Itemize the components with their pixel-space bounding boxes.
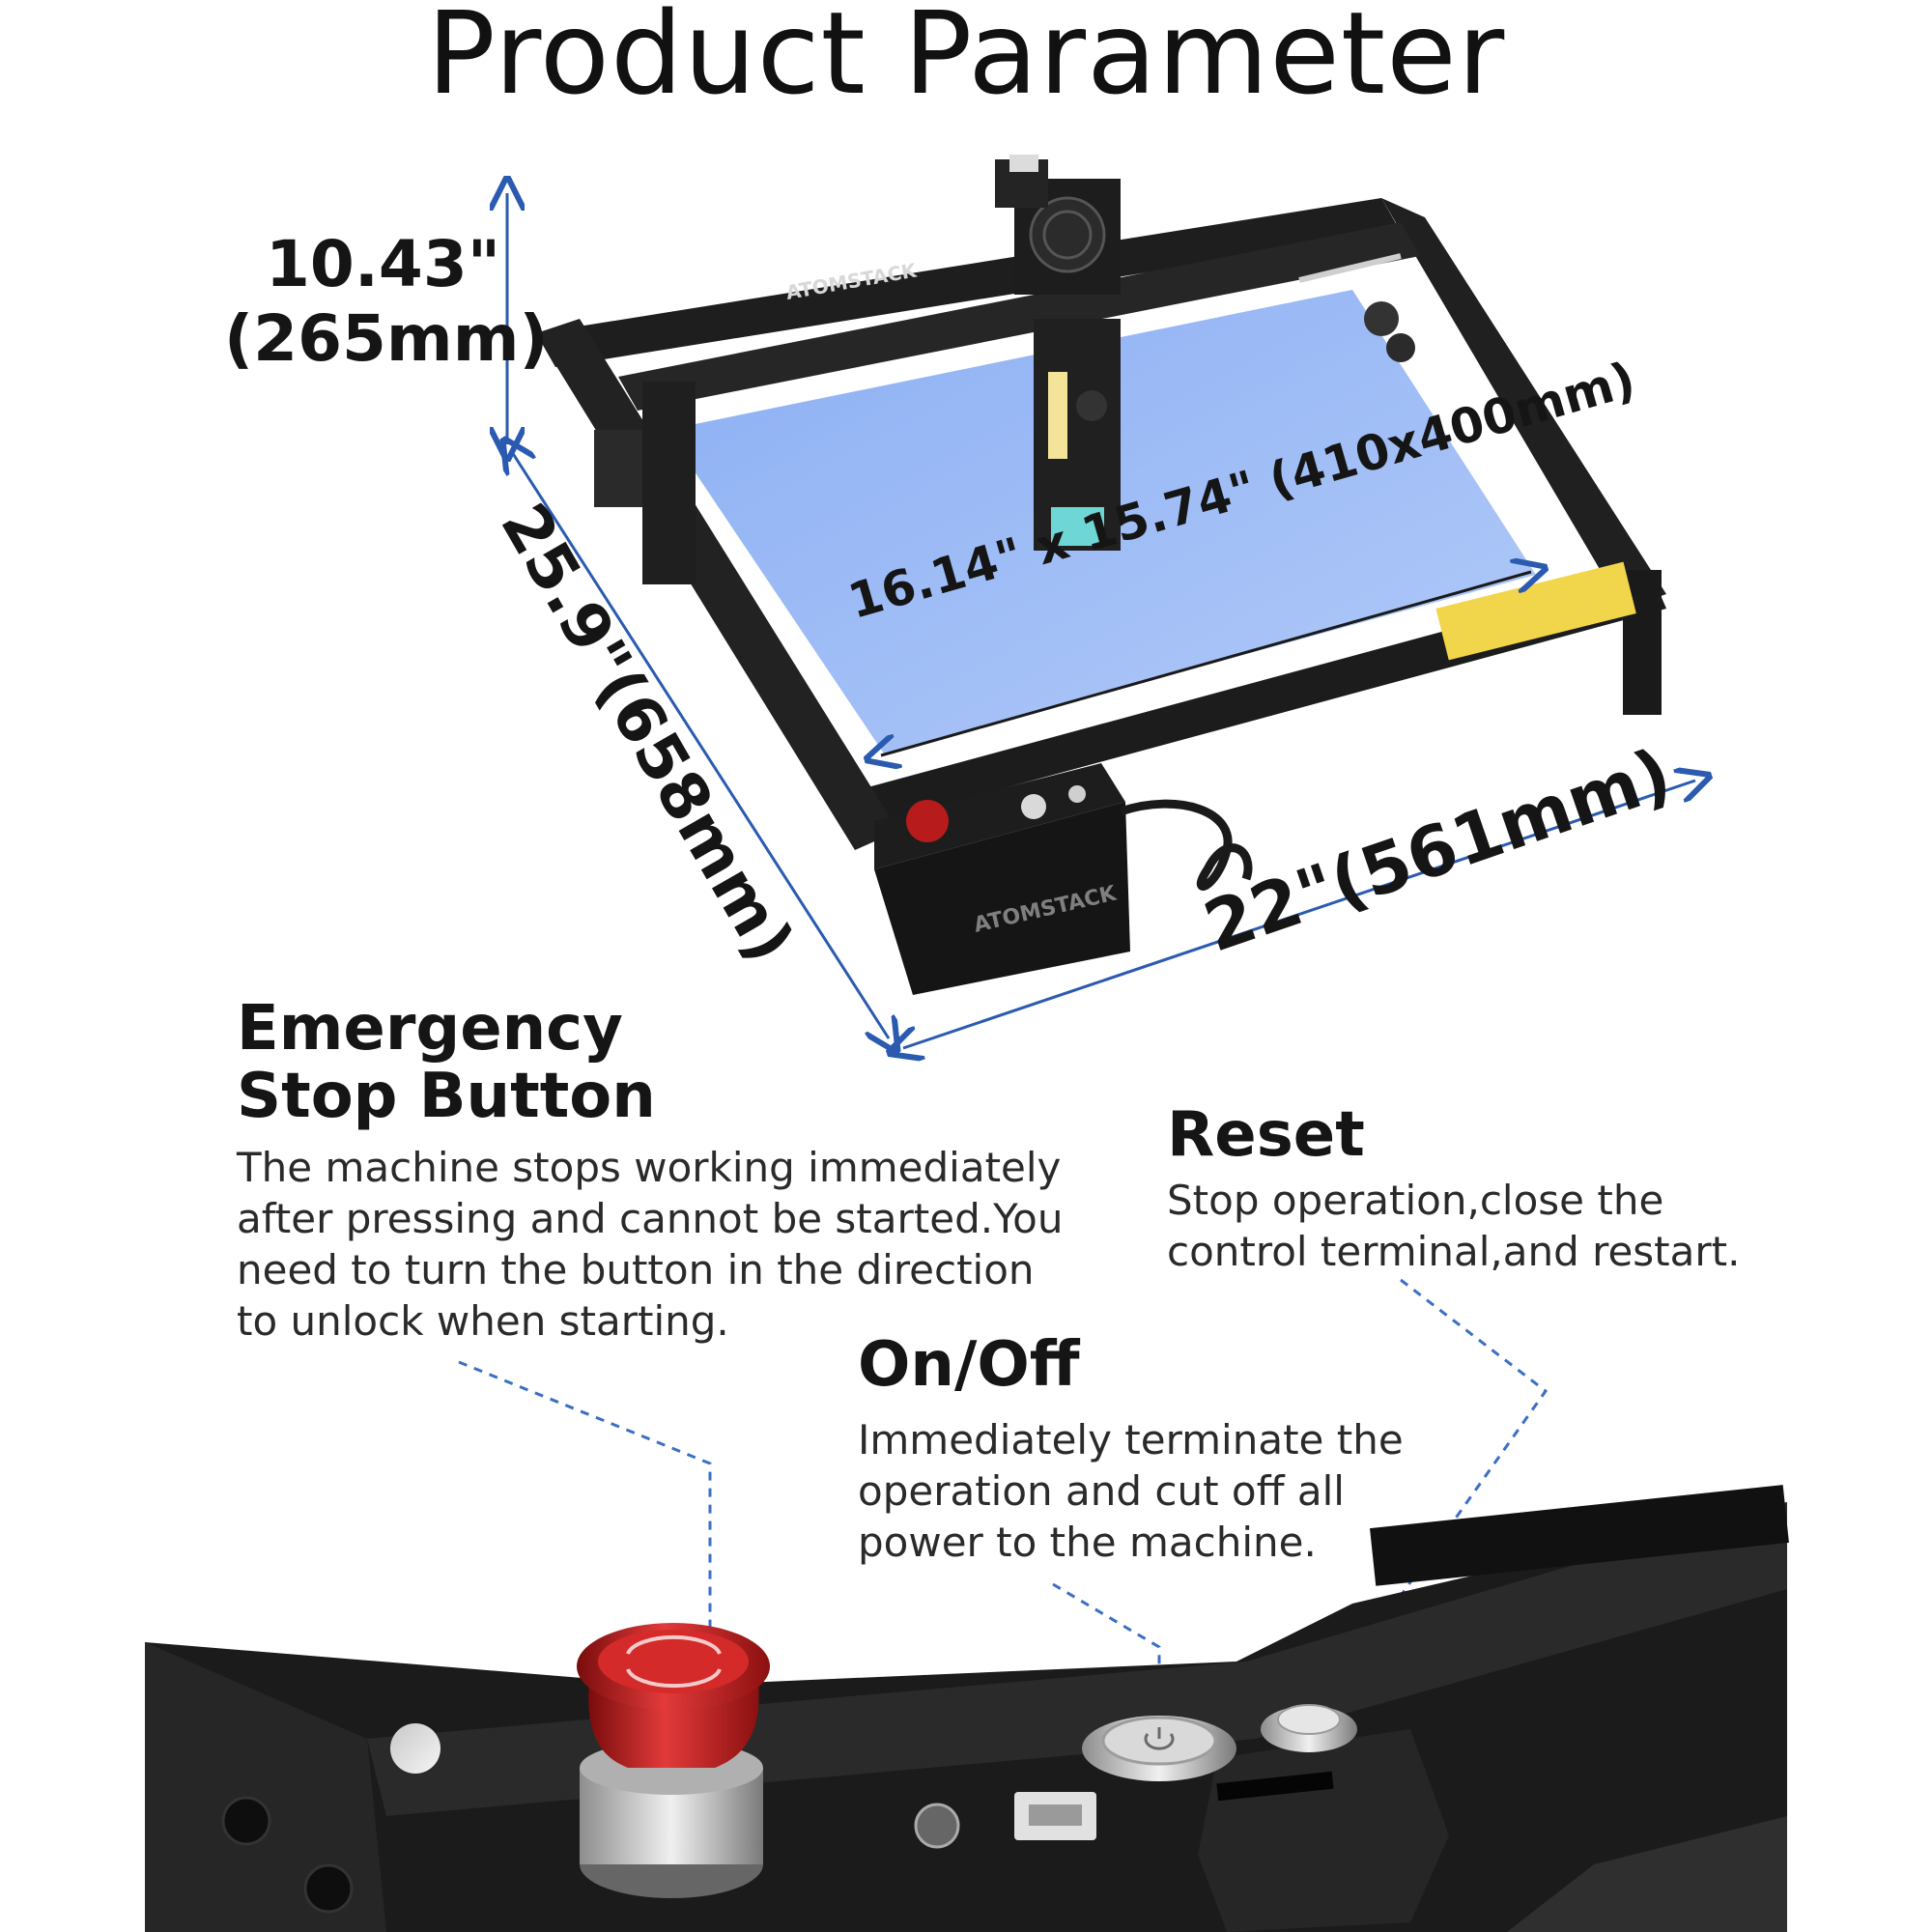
height-mm-value: (265mm) bbox=[224, 301, 549, 376]
rear-rail bbox=[536, 198, 1401, 367]
width-dimension-line bbox=[903, 781, 1695, 1048]
onoff-text-line: power to the machine. bbox=[858, 1519, 1317, 1566]
emergency-text-line: after pressing and cannot be started.You bbox=[237, 1195, 1064, 1242]
depth-dimension-line bbox=[512, 452, 889, 1038]
reset-section: Reset Stop operation,close the control t… bbox=[1167, 1101, 1740, 1277]
emergency-text-line: need to turn the button in the direction bbox=[237, 1246, 1035, 1293]
emergency-stop-section: Emergency Stop Button The machine stops … bbox=[237, 995, 1063, 1347]
emergency-heading-line2: Stop Button bbox=[237, 1061, 656, 1132]
reset-text-line: control terminal,and restart. bbox=[1167, 1228, 1741, 1275]
right-rail bbox=[1381, 198, 1666, 609]
onoff-text-line: operation and cut off all bbox=[858, 1467, 1345, 1515]
work-area-dimension-line bbox=[881, 572, 1531, 755]
reset-text-line: Stop operation,close the bbox=[1167, 1177, 1664, 1224]
onoff-section: On/Off Immediately terminate the operati… bbox=[858, 1331, 1404, 1568]
emergency-text-line: The machine stops working immediately bbox=[237, 1144, 1062, 1191]
onoff-text-line: Immediately terminate the bbox=[858, 1416, 1404, 1463]
onoff-heading: On/Off bbox=[858, 1329, 1080, 1401]
height-value: 10.43" bbox=[266, 227, 501, 301]
reset-heading: Reset bbox=[1167, 1099, 1365, 1171]
page-title: Product Parameter bbox=[426, 0, 1506, 120]
emergency-text-line: to unlock when starting. bbox=[237, 1297, 729, 1345]
emergency-heading-line1: Emergency bbox=[237, 993, 623, 1065]
gantry-rail bbox=[618, 222, 1420, 411]
